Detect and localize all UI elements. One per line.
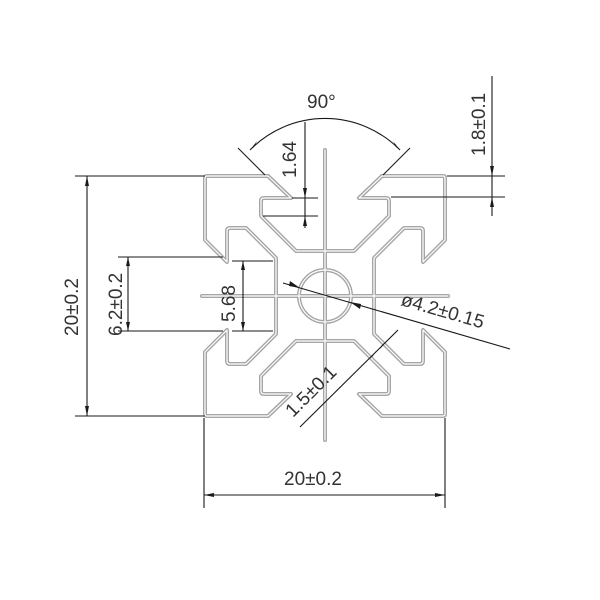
wall-thickness-label: 1.8±0.1 [469, 93, 490, 156]
slot-inner-label: 5.68 [219, 285, 240, 322]
slot-opening-label: 6.2±0.2 [106, 273, 127, 336]
slot-inner-dimension: 5.68 [219, 260, 273, 332]
slot-lip-dimension: 1.64 [263, 122, 318, 228]
angle-label: 90° [307, 92, 336, 113]
slot-lip-label: 1.64 [280, 141, 301, 178]
overall-width-label: 20±0.2 [284, 469, 342, 490]
slot-opening-dimension: 6.2±0.2 [106, 256, 223, 336]
bore-dimension: ø4.2±0.15 [282, 281, 511, 350]
angle-dimension: 90° [237, 92, 411, 176]
web-thickness-label: 1.5±0.1 [282, 362, 342, 422]
overall-width-dimension: 20±0.2 [203, 418, 446, 508]
overall-height-dimension: 20±0.2 [62, 175, 205, 417]
overall-height-label: 20±0.2 [62, 278, 83, 336]
wall-thickness-dimension: 1.8±0.1 [391, 76, 505, 216]
